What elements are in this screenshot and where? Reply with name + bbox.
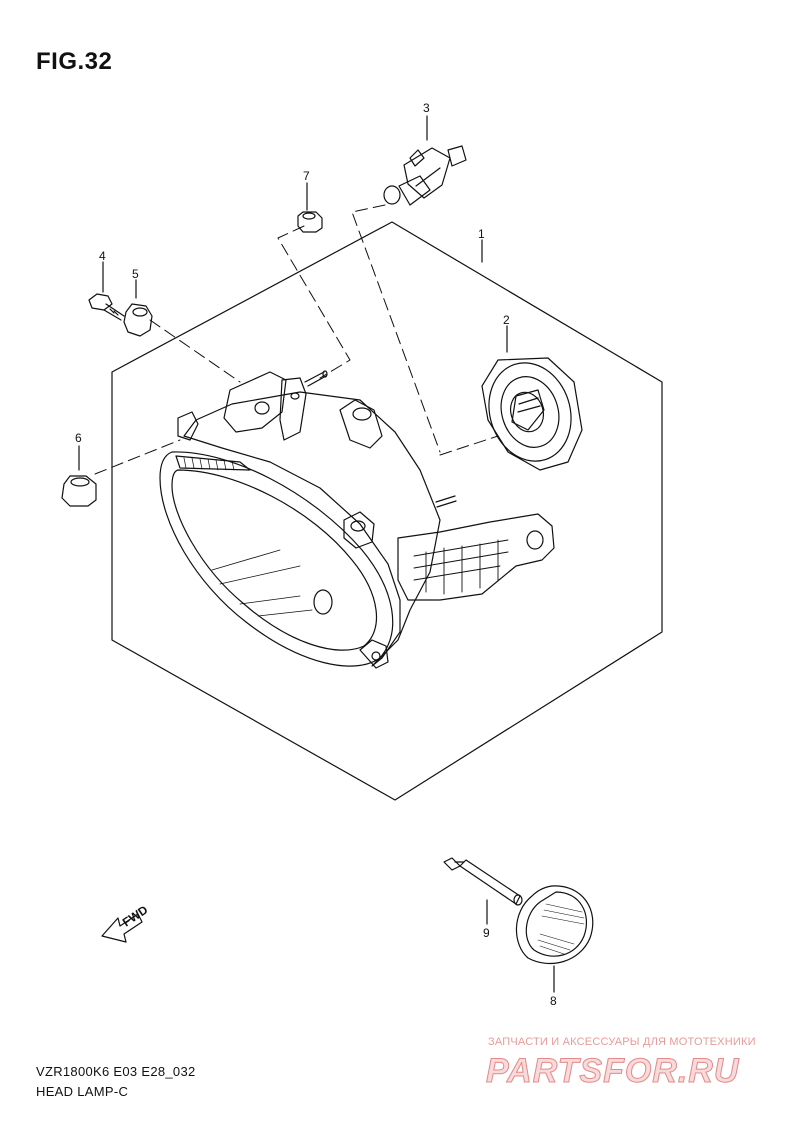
callout-3: 3 <box>423 101 430 115</box>
callout-7: 7 <box>303 169 310 183</box>
screw-part <box>88 293 125 321</box>
watermark-logo: PARTSFOR.RU <box>485 1052 740 1091</box>
cushion-part-6 <box>61 475 97 507</box>
fwd-arrow-icon <box>101 913 143 943</box>
callout-2: 2 <box>503 313 510 327</box>
stud-part <box>443 857 523 906</box>
figure-title: FIG.32 <box>36 48 113 75</box>
callout-1: 1 <box>478 227 485 241</box>
grommet-part-7 <box>297 211 323 233</box>
callout-4: 4 <box>99 249 106 263</box>
bulb-part <box>383 145 467 206</box>
figure-code: VZR1800K6 E03 E28_032 <box>36 1064 196 1079</box>
headlamp-part <box>159 370 555 669</box>
reflector-part <box>515 885 594 965</box>
callout-9: 9 <box>483 926 490 940</box>
figure-name: HEAD LAMP-C <box>36 1084 129 1099</box>
cushion-part-5 <box>123 303 153 337</box>
watermark-tagline: ЗАПЧАСТИ И АКСЕССУАРЫ ДЛЯ МОТОТЕХНИКИ <box>488 1036 756 1048</box>
callout-5: 5 <box>132 267 139 281</box>
callout-6: 6 <box>75 431 82 445</box>
assembly-outline <box>111 221 663 801</box>
callout-8: 8 <box>550 994 557 1008</box>
socket-cover-part <box>481 357 583 471</box>
